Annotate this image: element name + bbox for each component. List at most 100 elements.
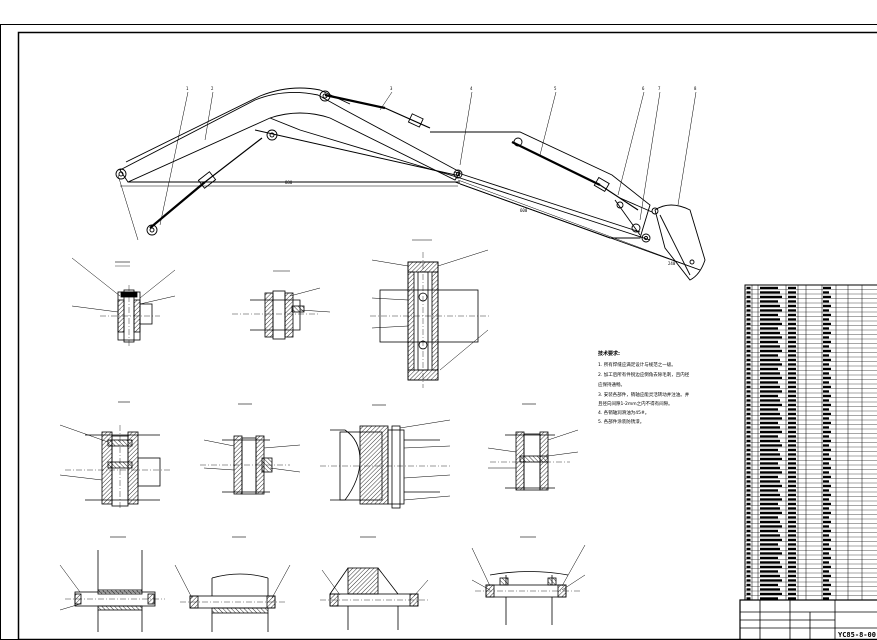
table-text-mark — [746, 403, 751, 406]
table-text-mark — [823, 376, 831, 379]
table-text-mark — [760, 475, 778, 478]
table-text-mark — [823, 349, 831, 352]
table-text-mark — [823, 453, 829, 456]
svg-text:880: 880 — [285, 180, 293, 185]
section-view-k — [471, 536, 586, 625]
table-text-mark — [760, 588, 780, 591]
section-view-e — [200, 403, 301, 495]
table-text-mark — [746, 291, 751, 294]
table-text-mark — [760, 529, 778, 532]
section-view-h — [59, 536, 165, 632]
table-text-mark — [760, 444, 782, 447]
table-text-mark — [823, 574, 831, 577]
table-text-mark — [746, 363, 751, 366]
table-text-mark — [746, 457, 751, 460]
table-text-mark — [823, 489, 829, 492]
table-text-mark — [823, 561, 829, 564]
table-text-mark — [760, 286, 778, 289]
table-text-mark — [746, 448, 751, 451]
table-text-mark — [823, 358, 831, 361]
svg-text:1: 1 — [186, 86, 189, 91]
table-text-mark — [823, 336, 829, 339]
table-text-mark — [760, 372, 780, 375]
table-text-mark — [746, 592, 751, 595]
table-text-mark — [760, 525, 782, 528]
table-text-mark — [746, 300, 751, 303]
table-text-mark — [760, 417, 782, 420]
table-text-mark — [823, 304, 831, 307]
section-view-j — [320, 536, 430, 630]
table-text-mark — [746, 453, 751, 456]
table-text-mark — [823, 345, 829, 348]
table-text-mark — [760, 489, 778, 492]
table-text-mark — [788, 561, 796, 564]
table-text-mark — [788, 322, 796, 325]
table-text-mark — [746, 480, 751, 483]
table-text-mark — [746, 430, 751, 433]
table-text-mark — [746, 372, 751, 375]
table-text-mark — [788, 367, 796, 370]
table-text-mark — [746, 597, 751, 600]
table-text-mark — [788, 403, 796, 406]
table-text-mark — [746, 367, 751, 370]
table-text-mark — [760, 394, 778, 397]
table-text-mark — [746, 399, 751, 402]
table-text-mark — [788, 309, 796, 312]
table-text-mark — [823, 354, 829, 357]
table-text-mark — [823, 547, 831, 550]
table-text-mark — [788, 457, 796, 460]
table-text-mark — [746, 588, 751, 591]
table-text-mark — [788, 304, 796, 307]
outer-border — [0, 24, 877, 640]
table-text-mark — [823, 520, 831, 523]
table-text-mark — [746, 547, 751, 550]
notes-title: 技术要求: — [598, 350, 620, 357]
table-text-mark — [788, 475, 796, 478]
section-view-a — [71, 257, 176, 348]
table-text-mark — [788, 493, 796, 496]
table-text-mark — [788, 340, 796, 343]
table-text-mark — [760, 295, 782, 298]
table-text-mark — [823, 570, 829, 573]
note-line: 3. 安装各部件，销轴应能灵活转动并注油。并 — [598, 391, 690, 398]
table-text-mark — [746, 543, 751, 546]
table-text-mark — [788, 453, 796, 456]
table-text-mark — [788, 363, 796, 366]
table-text-mark — [823, 475, 831, 478]
table-text-mark — [788, 439, 796, 442]
table-text-mark — [760, 538, 782, 541]
table-text-mark — [746, 376, 751, 379]
table-text-mark — [823, 579, 829, 582]
table-text-mark — [788, 547, 796, 550]
svg-text:2: 2 — [211, 86, 214, 91]
table-text-mark — [746, 322, 751, 325]
table-text-mark — [823, 484, 831, 487]
table-text-mark — [746, 439, 751, 442]
main-assembly-view — [115, 87, 706, 281]
table-text-mark — [760, 480, 780, 483]
table-text-mark — [760, 385, 780, 388]
table-text-mark — [746, 327, 751, 330]
table-text-mark — [760, 466, 780, 469]
table-text-mark — [788, 516, 796, 519]
table-text-mark — [746, 331, 751, 334]
table-text-mark — [746, 462, 751, 465]
note-line: 4. 各销轴润滑油为45#。 — [598, 409, 649, 416]
table-text-mark — [823, 439, 831, 442]
table-text-mark — [788, 484, 796, 487]
table-text-mark — [823, 435, 829, 438]
table-text-mark — [746, 471, 751, 474]
table-text-mark — [746, 525, 751, 528]
table-text-mark — [760, 453, 780, 456]
table-text-mark — [746, 529, 751, 532]
table-text-mark — [746, 516, 751, 519]
table-text-mark — [760, 345, 780, 348]
table-text-mark — [823, 327, 829, 330]
table-text-mark — [823, 385, 831, 388]
table-text-mark — [760, 457, 782, 460]
table-text-mark — [760, 471, 782, 474]
table-text-mark — [760, 592, 782, 595]
table-text-mark — [746, 435, 751, 438]
table-text-mark — [788, 313, 796, 316]
